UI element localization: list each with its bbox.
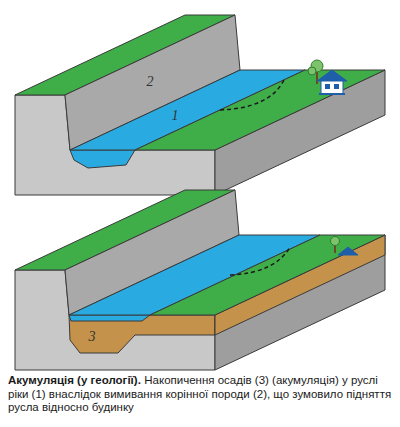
floodplain (135, 70, 385, 150)
caption-block: Акумуляція (у геології).Накопичення осад… (8, 374, 394, 415)
sediment-section (69, 315, 215, 353)
river-section (70, 150, 135, 168)
callout-number: 2 (147, 75, 154, 89)
buried-house-roof (338, 247, 358, 255)
floodplain (150, 235, 385, 315)
tree-icon (331, 237, 340, 254)
old-bank-line (230, 247, 290, 275)
callout-number: 3 (89, 330, 96, 344)
caption-title: Акумуляція (у геології). (8, 374, 141, 386)
after-block (15, 190, 385, 370)
river-section (69, 315, 150, 321)
old-bank-line (220, 80, 284, 110)
before-block (15, 15, 385, 195)
house-icon (317, 70, 347, 94)
callout-number: 1 (172, 109, 179, 123)
